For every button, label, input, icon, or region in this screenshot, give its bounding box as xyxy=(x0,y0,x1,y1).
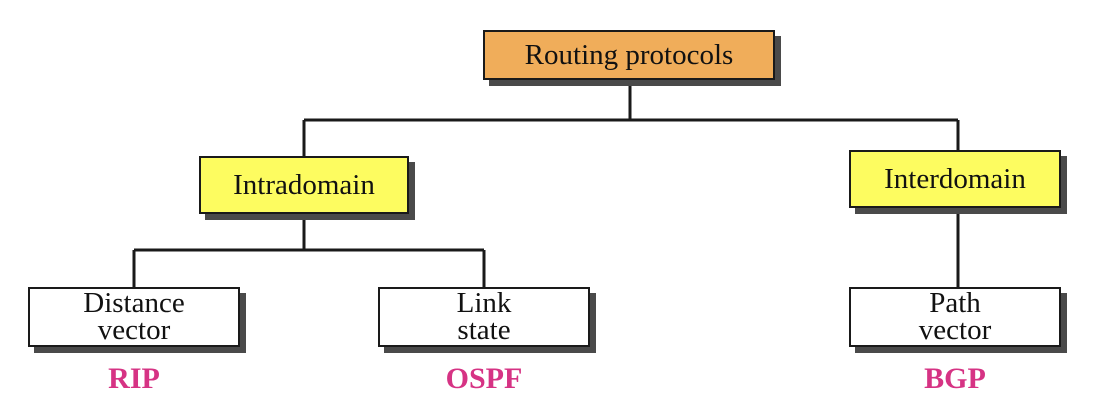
link-state-label-line2: state xyxy=(457,314,511,346)
protocol-bgp: BGP xyxy=(924,362,986,395)
path-vector-label-line2: vector xyxy=(918,314,992,346)
path-vector-label-line1: Path xyxy=(929,287,981,319)
link-state-label-line1: Link xyxy=(456,287,512,319)
interdomain-box: Interdomain xyxy=(849,150,1061,208)
distance-vector-box: Distance vector xyxy=(28,287,240,347)
distance-vector-label-line2: vector xyxy=(97,314,171,346)
link-state-box: Link state xyxy=(378,287,590,347)
protocol-ospf: OSPF xyxy=(445,362,523,395)
intradomain-label: Intradomain xyxy=(233,168,375,201)
path-vector-box: Path vector xyxy=(849,287,1061,347)
protocol-rip: RIP xyxy=(108,362,160,395)
intradomain-box: Intradomain xyxy=(199,156,409,214)
routing-protocols-box: Routing protocols xyxy=(483,30,775,80)
routing-protocols-label: Routing protocols xyxy=(524,38,734,71)
interdomain-label: Interdomain xyxy=(884,162,1026,195)
distance-vector-label-line1: Distance xyxy=(83,287,185,319)
